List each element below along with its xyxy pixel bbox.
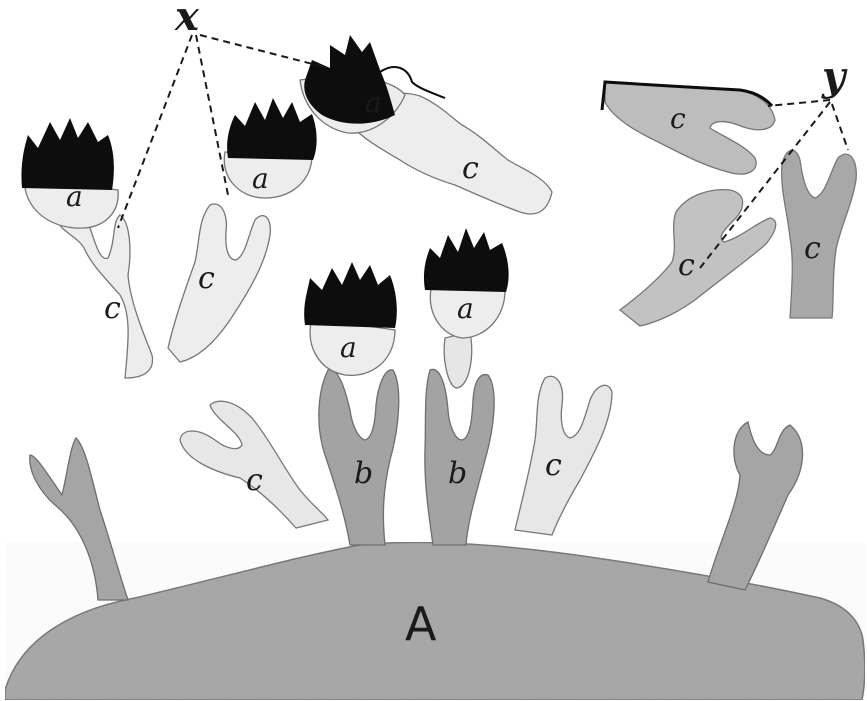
- detached-c-right-lower: c: [620, 190, 776, 326]
- label-a-attached-right: a: [457, 292, 474, 325]
- left-rooted-stalk: [30, 438, 128, 600]
- detached-ac-top-center: a c: [300, 35, 552, 214]
- stalk-b-left: b: [319, 370, 399, 545]
- label-a-far-left: a: [66, 180, 83, 213]
- label-c-top-right: c: [670, 102, 686, 135]
- label-b-left: b: [354, 456, 373, 491]
- detached-c-top-right: c: [602, 82, 775, 174]
- label-x: x: [174, 0, 200, 40]
- label-a-attached-left: a: [340, 331, 357, 364]
- head-a-attached-left: a: [304, 262, 397, 375]
- body-label: A: [405, 597, 437, 651]
- label-b-right: b: [448, 456, 467, 491]
- label-c-far-right: c: [804, 231, 821, 266]
- label-c-right-lower: c: [678, 248, 695, 283]
- label-c-lower-right: c: [545, 448, 562, 483]
- detached-ac-left: a c: [168, 98, 317, 362]
- label-y: y: [821, 53, 848, 100]
- right-rooted-stalk: [708, 422, 803, 590]
- label-c-far-left: c: [104, 291, 121, 326]
- head-a-attached-right: a: [424, 228, 509, 388]
- detached-c-lower-right: c: [515, 376, 612, 535]
- label-c-lower-left: c: [246, 463, 263, 498]
- label-c-top-center: c: [462, 151, 479, 186]
- label-a-left: a: [252, 162, 269, 195]
- detached-ac-far-left: a c: [21, 118, 152, 378]
- label-a-top-center: a: [365, 86, 382, 119]
- label-c-left: c: [198, 261, 215, 296]
- detached-c-lower-left: c: [180, 401, 328, 528]
- detached-c-far-right: c: [782, 150, 857, 318]
- stalk-b-right: b: [425, 369, 494, 545]
